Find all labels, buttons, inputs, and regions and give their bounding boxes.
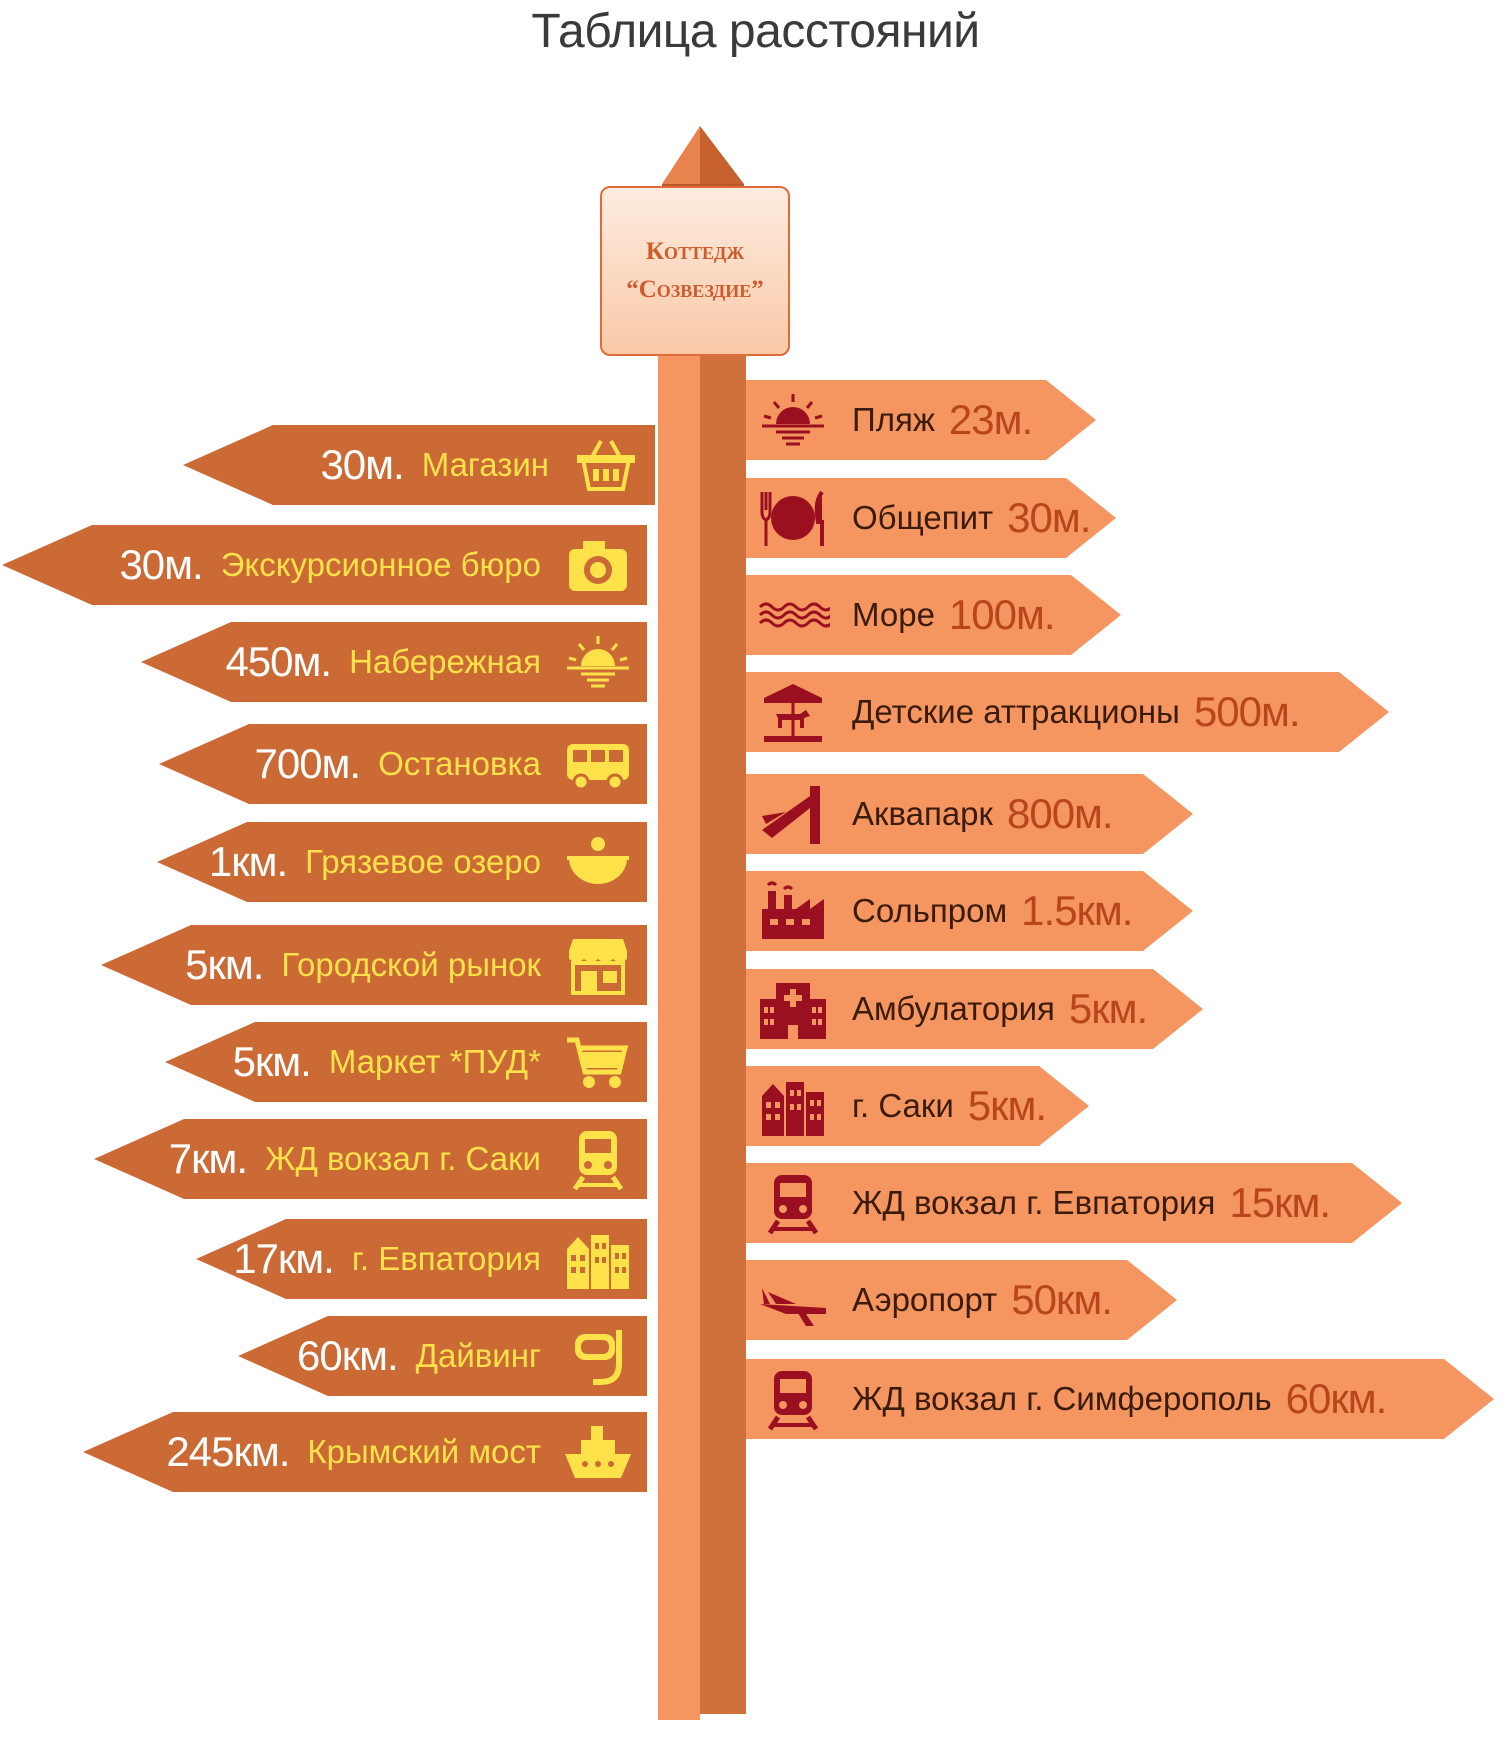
right-sign: ЖД вокзал г. Евпатория 15км. xyxy=(746,1163,1402,1243)
sign-distance: 60км. xyxy=(1285,1375,1387,1422)
basket-icon xyxy=(569,433,643,497)
left-sign: 5км. Маркет *ПУД* xyxy=(165,1022,647,1102)
sign-distance: 1км. xyxy=(208,838,288,885)
left-sign: 5км. Городской рынок xyxy=(101,925,647,1005)
sign-label: Крымский мост xyxy=(307,1433,541,1470)
sign-distance: 30м. xyxy=(320,441,404,488)
sign-label: Дайвинг xyxy=(415,1337,541,1374)
right-sign: Пляж 23м. xyxy=(746,380,1096,460)
sign-distance: 5км. xyxy=(967,1082,1047,1129)
sign-distance: 7км. xyxy=(168,1135,248,1182)
sign-distance: 450м. xyxy=(225,638,332,685)
left-sign: 245км. Крымский мост xyxy=(83,1412,647,1492)
airplane-icon xyxy=(756,1268,830,1332)
sign-label: Остановка xyxy=(378,745,541,782)
sign-distance: 30м. xyxy=(1007,494,1091,541)
diving-mask-icon xyxy=(561,1324,635,1388)
sign-distance: 60км. xyxy=(296,1332,399,1379)
sign-label: Аэропорт xyxy=(852,1281,998,1318)
sign-label: Грязевое озеро xyxy=(305,843,541,880)
left-sign: 60км. Дайвинг xyxy=(238,1316,647,1396)
left-sign: 17км. г. Евпатория xyxy=(196,1219,647,1299)
right-sign: Детские аттракционы 500м. xyxy=(746,672,1389,752)
left-sign: 30м. Магазин xyxy=(183,425,655,505)
ship-icon xyxy=(561,1420,635,1484)
right-sign: Общепит 30м. xyxy=(746,478,1116,558)
sign-distance: 30м. xyxy=(119,541,203,588)
carousel-icon xyxy=(756,680,830,744)
right-sign: Сольпром 1.5км. xyxy=(746,871,1193,951)
board-line-2: “Созвездие” xyxy=(626,276,764,303)
camera-icon xyxy=(561,533,635,597)
right-sign: Аквапарк 800м. xyxy=(746,774,1193,854)
cottage-board: Коттедж “Созвездие” xyxy=(600,186,790,356)
sunset-icon xyxy=(756,388,830,452)
page-title: Таблица расстояний xyxy=(531,5,980,58)
sign-distance: 5км. xyxy=(1068,985,1148,1032)
sign-label: Набережная xyxy=(349,643,541,680)
left-sign: 450м. Набережная xyxy=(141,622,647,702)
sign-distance: 15км. xyxy=(1229,1179,1330,1226)
sign-distance: 245км. xyxy=(166,1428,290,1475)
sign-label: Пляж xyxy=(852,401,935,438)
sign-distance: 50км. xyxy=(1011,1276,1112,1323)
sign-label: Городской рынок xyxy=(281,946,541,983)
sign-label: г. Саки xyxy=(852,1087,954,1124)
sign-distance: 5км. xyxy=(232,1038,312,1085)
sign-label: Маркет *ПУД* xyxy=(328,1043,541,1080)
sign-distance: 23м. xyxy=(948,396,1033,443)
sign-label: Аквапарк xyxy=(852,795,993,832)
train-icon xyxy=(756,1171,830,1235)
waves-icon xyxy=(756,583,830,647)
sign-label: Море xyxy=(852,596,935,633)
right-sign: г. Саки 5км. xyxy=(746,1066,1089,1146)
signpost-pole-front xyxy=(658,352,700,1720)
sign-distance: 700м. xyxy=(254,740,361,787)
left-sign: 7км. ЖД вокзал г. Саки xyxy=(94,1119,647,1199)
sign-label: г. Евпатория xyxy=(351,1240,541,1277)
right-sign: Амбулатория 5км. xyxy=(746,969,1203,1049)
water-slide-icon xyxy=(756,782,830,846)
sign-label: ЖД вокзал г. Саки xyxy=(265,1140,541,1177)
right-sign: Аэропорт 50км. xyxy=(746,1260,1177,1340)
city-buildings-icon xyxy=(561,1227,635,1291)
sign-label: ЖД вокзал г. Евпатория xyxy=(852,1184,1216,1221)
sign-distance: 5км. xyxy=(185,941,264,988)
mud-bath-icon xyxy=(561,830,635,894)
sign-label: Сольпром xyxy=(852,892,1008,929)
sign-distance: 500м. xyxy=(1193,688,1300,735)
signpost-pole-side xyxy=(700,352,746,1714)
sign-label: Экскурсионное бюро xyxy=(220,546,541,583)
sign-label: ЖД вокзал г. Симферополь xyxy=(852,1380,1272,1417)
shopping-cart-icon xyxy=(561,1030,635,1094)
factory-icon xyxy=(756,879,830,943)
bus-icon xyxy=(561,732,635,796)
sign-label: Детские аттракционы xyxy=(852,693,1180,730)
left-sign: 700м. Остановка xyxy=(159,724,647,804)
right-sign: ЖД вокзал г. Симферополь 60км. xyxy=(746,1359,1494,1439)
sign-distance: 17км. xyxy=(233,1235,335,1282)
left-sign: 30м. Экскурсионное бюро xyxy=(2,525,647,605)
sign-label: Магазин xyxy=(421,446,549,483)
sign-distance: 100м. xyxy=(948,591,1055,638)
train-icon xyxy=(756,1367,830,1431)
city-buildings-icon xyxy=(756,1074,830,1138)
train-icon xyxy=(561,1127,635,1191)
plate-cutlery-icon xyxy=(756,486,830,550)
market-stall-icon xyxy=(561,933,635,997)
sign-distance: 1.5км. xyxy=(1021,887,1133,934)
sign-distance: 800м. xyxy=(1006,790,1113,837)
left-sign: 1км. Грязевое озеро xyxy=(157,822,647,902)
sign-label: Общепит xyxy=(852,499,994,536)
sign-label: Амбулатория xyxy=(852,990,1055,1027)
hospital-icon xyxy=(756,977,830,1041)
board-line-1: Коттедж xyxy=(645,238,745,265)
right-sign: Море 100м. xyxy=(746,575,1121,655)
sunset-icon xyxy=(561,630,635,694)
